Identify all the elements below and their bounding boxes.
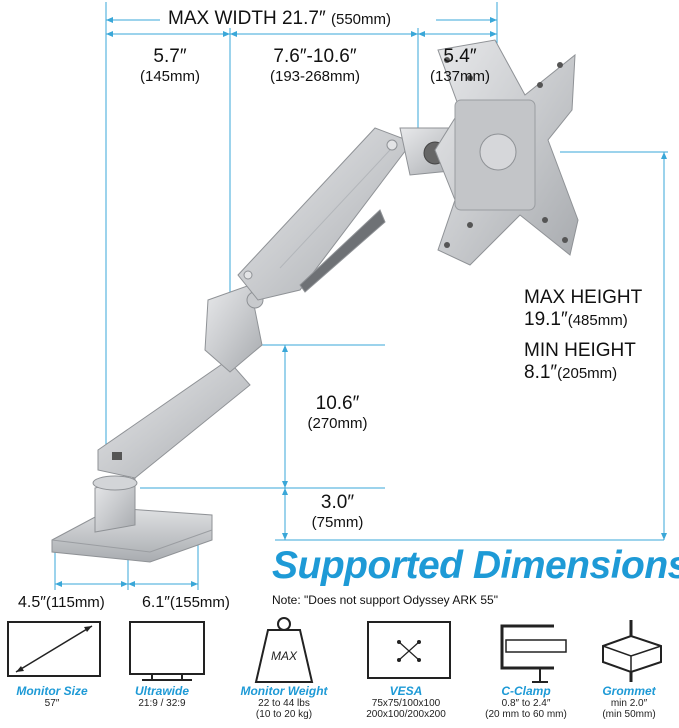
min-height-dimension: MIN HEIGHT 8.1″(205mm)	[524, 340, 636, 383]
monitor-diagonal-icon	[7, 621, 101, 677]
segment-2-dimension: 7.6″-10.6″ (193-268mm)	[269, 46, 361, 85]
base-depth-dimension: 4.5″(115mm)	[18, 594, 105, 611]
weight-icon: MAX	[254, 617, 314, 683]
grommet-icon	[602, 620, 662, 682]
max-height-dimension: MAX HEIGHT 19.1″(485mm)	[524, 287, 643, 330]
vesa-plate-icon	[367, 621, 451, 679]
mid-height-dimension: 10.6″ (270mm)	[307, 393, 368, 432]
max-width-label: MAX WIDTH 21.7″ (550mm)	[168, 8, 391, 29]
base-width-dimension: 6.1″(155mm)	[142, 594, 230, 611]
segment-3-dimension: 5.4″ (137mm)	[429, 46, 490, 85]
feature-c-clamp: C-Clamp 0.8″ to 2.4″ (20 mm to 60 mm)	[470, 618, 582, 720]
feature-grommet: Grommet min 2.0″ (min 50mm)	[573, 616, 679, 720]
monitor-arm	[51, 39, 579, 563]
ultrawide-monitor-icon	[129, 621, 205, 681]
section-note: Note: "Does not support Odyssey ARK 55"	[272, 593, 498, 607]
feature-vesa: VESA 75x75/100x100 200x100/200x200	[350, 618, 462, 720]
feature-ultrawide: Ultrawide 21:9 / 32:9	[106, 618, 218, 709]
c-clamp-icon	[500, 624, 567, 683]
segment-1-dimension: 5.7″ (145mm)	[139, 46, 200, 85]
feature-monitor-size: Monitor Size 57″	[0, 618, 108, 709]
monitor-arm-illustration	[51, 2, 668, 590]
feature-monitor-weight: MAX Monitor Weight 22 to 44 lbs (10 to 2…	[228, 616, 340, 720]
low-height-dimension: 3.0″ (75mm)	[311, 492, 364, 531]
section-title: Supported Dimensions	[272, 544, 679, 587]
dimension-lines	[54, 2, 668, 590]
weight-icon-text: MAX	[271, 649, 298, 663]
